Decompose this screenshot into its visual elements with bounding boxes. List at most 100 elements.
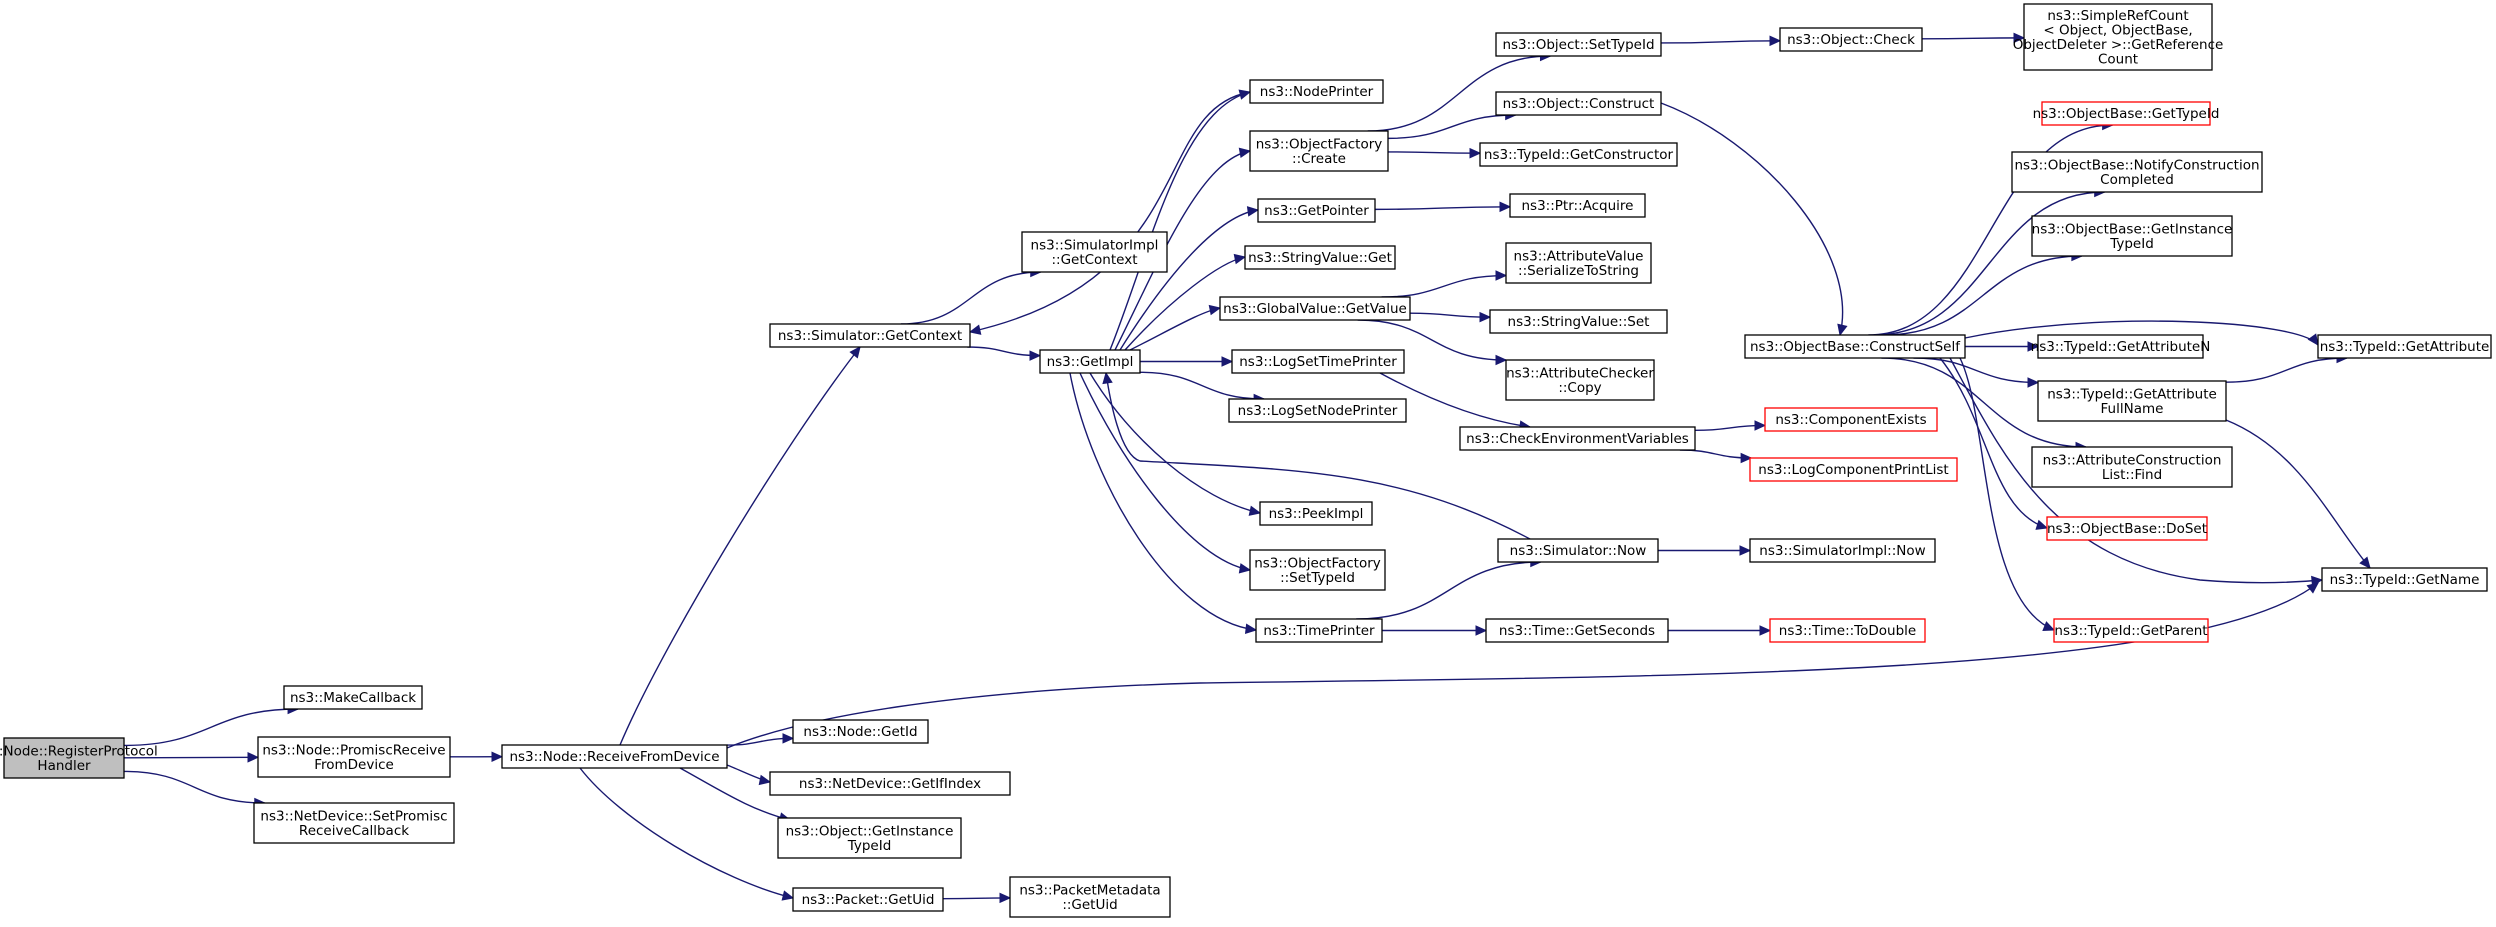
function-node-nodeprinter[interactable]: ns3::NodePrinter bbox=[1249, 79, 1384, 104]
node-label: ObjectDeleter >::GetReference bbox=[2013, 37, 2224, 53]
function-node-peekimpl[interactable]: ns3::PeekImpl bbox=[1259, 501, 1373, 526]
function-node-lognode[interactable]: ns3::LogSetNodePrinter bbox=[1228, 398, 1407, 423]
call-edge-ofcreate-to-objsettype bbox=[1367, 55, 1551, 132]
call-edge-checkenv-to-logcomp bbox=[1679, 449, 1752, 459]
call-edge-tidgetattrfull-to-tidgetname bbox=[2225, 419, 2371, 569]
node-box bbox=[2041, 101, 2211, 126]
node-label: ns3::SimulatorImpl bbox=[1031, 237, 1159, 253]
function-node-tidgetparent[interactable]: ns3::TypeId::GetParent bbox=[2053, 618, 2209, 643]
function-node-obnotify[interactable]: ns3::ObjectBase::NotifyConstructionCompl… bbox=[2011, 151, 2263, 193]
node-box bbox=[283, 685, 423, 710]
node-box bbox=[1495, 32, 1662, 57]
node-box bbox=[1244, 245, 1396, 270]
arrowhead-icon bbox=[2027, 341, 2040, 352]
call-edge-getimpl-to-peekimpl bbox=[1089, 372, 1261, 514]
arrowhead-icon bbox=[1495, 270, 1508, 281]
arrowhead-icon bbox=[758, 774, 772, 786]
arrowhead-icon bbox=[1837, 323, 1848, 337]
arrowhead-icon bbox=[1769, 35, 1782, 47]
node-label: FullName bbox=[2101, 401, 2164, 417]
function-node-todouble[interactable]: ns3::Time::ToDouble bbox=[1769, 618, 1926, 643]
node-box bbox=[1021, 231, 1168, 273]
function-node-timesec[interactable]: ns3::Time::GetSeconds bbox=[1485, 618, 1669, 643]
call-edge-objconstruct-to-obconstructself bbox=[1660, 102, 1844, 336]
arrowhead-icon bbox=[2359, 556, 2371, 569]
function-node-ofsettype[interactable]: ns3::ObjectFactory::SetTypeId bbox=[1249, 549, 1386, 591]
function-node-getpointer[interactable]: ns3::GetPointer bbox=[1257, 198, 1376, 223]
arrowhead-icon bbox=[1759, 625, 1772, 636]
node-box bbox=[2031, 215, 2233, 257]
function-node-pmuid[interactable]: ns3::PacketMetadata::GetUid bbox=[1009, 876, 1171, 918]
function-node-simimplctx[interactable]: ns3::SimulatorImpl::GetContext bbox=[1021, 231, 1168, 273]
node-label: ns3::AttributeChecker bbox=[1506, 365, 1654, 381]
function-node-tidctor[interactable]: ns3::TypeId::GetConstructor bbox=[1479, 142, 1678, 167]
function-node-obdoset[interactable]: ns3::ObjectBase::DoSet bbox=[2046, 516, 2208, 541]
arrowhead-icon bbox=[1233, 253, 1247, 265]
function-node-objsettype[interactable]: ns3::Object::SetTypeId bbox=[1495, 32, 1662, 57]
function-node-strset[interactable]: ns3::StringValue::Set bbox=[1489, 309, 1668, 334]
function-node-tidgetattr[interactable]: ns3::TypeId::GetAttribute bbox=[2317, 334, 2492, 359]
function-node-simgetctx[interactable]: ns3::Simulator::GetContext bbox=[769, 323, 971, 348]
function-node-ofcreate[interactable]: ns3::ObjectFactory::Create bbox=[1249, 130, 1389, 172]
node-label: ::Copy bbox=[1558, 380, 1601, 396]
function-node-strget[interactable]: ns3::StringValue::Get bbox=[1244, 245, 1396, 270]
function-node-objconstruct[interactable]: ns3::Object::Construct bbox=[1495, 91, 1662, 116]
call-edge-getimpl-to-lognode bbox=[1139, 371, 1265, 400]
function-node-logtime[interactable]: ns3::LogSetTimePrinter bbox=[1231, 349, 1405, 374]
arrowhead-icon bbox=[1475, 625, 1488, 636]
node-label: ns3::Object::Check bbox=[1787, 32, 1915, 48]
arrowhead-icon bbox=[1238, 563, 1252, 574]
function-node-gvget[interactable]: ns3::GlobalValue::GetValue bbox=[1219, 296, 1411, 321]
node-label: ::GetContext bbox=[1051, 252, 1137, 268]
node-label: ns3::PeekImpl bbox=[1269, 506, 1364, 522]
function-node-timeprinter[interactable]: ns3::TimePrinter bbox=[1255, 618, 1383, 643]
function-node-getifindex[interactable]: ns3::NetDevice::GetIfIndex bbox=[769, 771, 1011, 796]
node-box bbox=[792, 719, 929, 744]
node-label: ns3::Object::SetTypeId bbox=[1502, 37, 1654, 53]
function-node-getid[interactable]: ns3::Node::GetId bbox=[792, 719, 929, 744]
node-label: ns3::SimpleRefCount bbox=[2047, 8, 2188, 24]
node-label: ns3::ObjectBase::GetTypeId bbox=[2033, 106, 2220, 122]
node-box bbox=[1779, 27, 1923, 52]
function-node-pktuid[interactable]: ns3::Packet::GetUid bbox=[792, 887, 944, 912]
arrowhead-icon bbox=[1469, 147, 1482, 159]
node-box bbox=[2321, 567, 2488, 592]
function-node-checkenv[interactable]: ns3::CheckEnvironmentVariables bbox=[1459, 426, 1696, 451]
function-node-tidgetattrn[interactable]: ns3::TypeId::GetAttributeN bbox=[2031, 334, 2211, 359]
function-node-objcheck[interactable]: ns3::Object::Check bbox=[1779, 27, 1923, 52]
function-node-makecb[interactable]: ns3::MakeCallback bbox=[283, 685, 423, 710]
function-node-logcomp[interactable]: ns3::LogComponentPrintList bbox=[1749, 457, 1958, 482]
node-label: ns3::ObjectBase::NotifyConstruction bbox=[2014, 157, 2259, 173]
call-edge-simgetctx-to-getimpl bbox=[967, 346, 1041, 357]
arrowhead-icon bbox=[1754, 420, 1767, 431]
function-node-obconstructself[interactable]: ns3::ObjectBase::ConstructSelf bbox=[1744, 334, 1966, 359]
function-node-setpromisc[interactable]: ns3::NetDevice::SetPromiscReceiveCallbac… bbox=[253, 802, 455, 844]
function-node-simimplnow[interactable]: ns3::SimulatorImpl::Now bbox=[1749, 538, 1936, 563]
function-node-refcount[interactable]: ns3::SimpleRefCount< Object, ObjectBase,… bbox=[2013, 3, 2224, 71]
node-box bbox=[1249, 130, 1389, 172]
function-node-accopy[interactable]: ns3::AttributeChecker::Copy bbox=[1505, 359, 1655, 401]
node-box bbox=[2011, 151, 2263, 193]
function-node-ptracq[interactable]: ns3::Ptr::Acquire bbox=[1509, 193, 1646, 218]
function-node-simnow[interactable]: ns3::Simulator::Now bbox=[1497, 538, 1659, 563]
function-node-getimpl[interactable]: ns3::GetImpl bbox=[1039, 349, 1141, 374]
node-box bbox=[3, 737, 125, 779]
node-label: ns3::TypeId::GetParent bbox=[2054, 623, 2207, 639]
call-edge-obconstructself-to-obgettype bbox=[1868, 124, 2113, 336]
function-node-tidgetname[interactable]: ns3::TypeId::GetName bbox=[2321, 567, 2488, 592]
node-box bbox=[2046, 516, 2208, 541]
function-node-avser[interactable]: ns3::AttributeValue::SerializeToString bbox=[1505, 242, 1652, 284]
function-node-recv[interactable]: ns3::Node::ReceiveFromDevice bbox=[501, 744, 728, 769]
call-edge-nodeprinter-to-simgetctx bbox=[969, 91, 1251, 333]
function-node-obgettype[interactable]: ns3::ObjectBase::GetTypeId bbox=[2033, 101, 2220, 126]
arrowhead-icon bbox=[849, 346, 861, 359]
function-node-compexists[interactable]: ns3::ComponentExists bbox=[1764, 407, 1938, 432]
node-label: ns3::ObjectBase::DoSet bbox=[2047, 521, 2207, 537]
